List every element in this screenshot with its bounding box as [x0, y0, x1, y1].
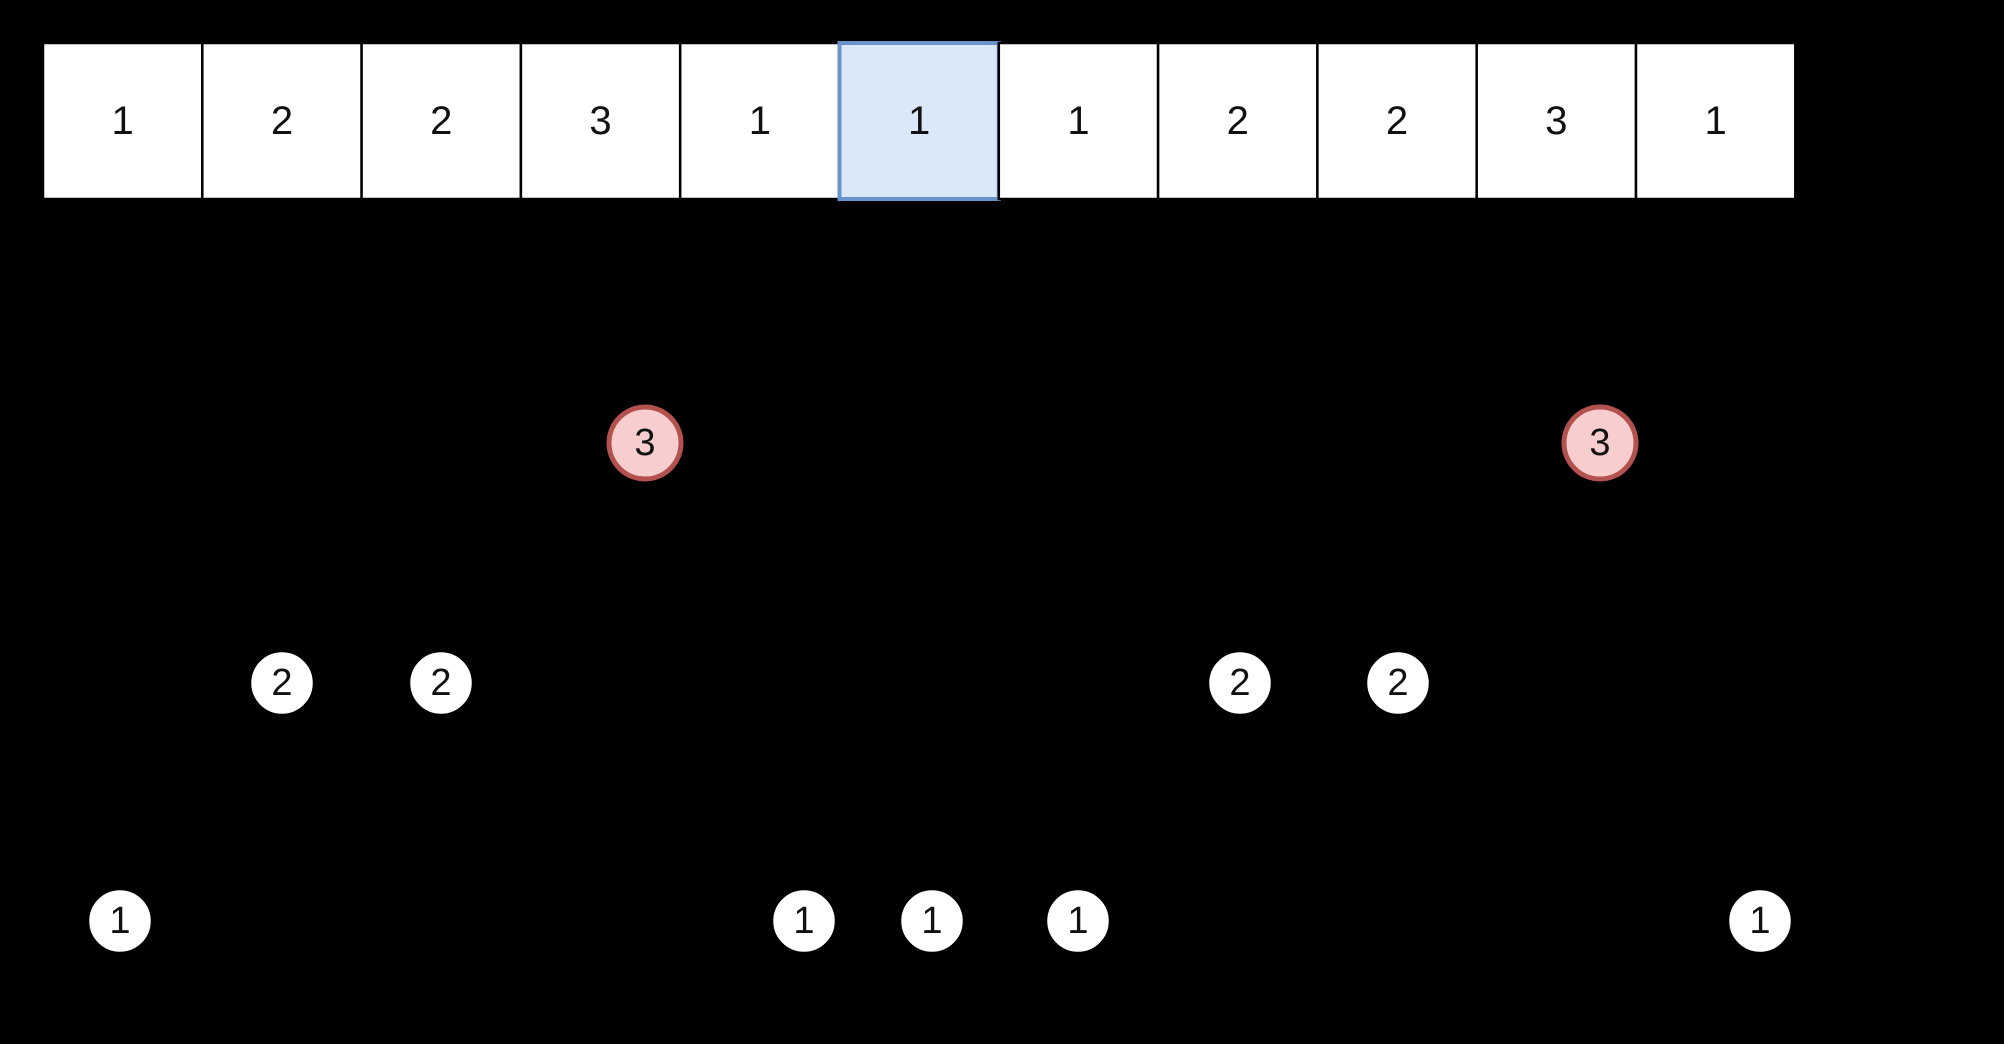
array-cell[interactable]	[678, 41, 841, 201]
array-cell-value: 2	[1227, 99, 1249, 143]
tree-node-value: 1	[921, 900, 942, 942]
edge-layer	[119, 258, 1761, 891]
tree-edge	[281, 477, 646, 653]
tree-edge	[1077, 713, 1399, 891]
tree-node[interactable]	[1206, 649, 1274, 717]
tree-node-value: 3	[1589, 422, 1610, 464]
tree-node-value: 2	[430, 662, 451, 704]
tree-node[interactable]	[1044, 887, 1112, 955]
array-cell-value: 1	[908, 99, 930, 143]
tree-node[interactable]	[770, 887, 838, 955]
array-cell-value: 2	[271, 99, 293, 143]
tree-node[interactable]	[86, 887, 154, 955]
tree-node-value: 1	[109, 900, 130, 942]
tree-edge	[644, 258, 1003, 409]
tree-node[interactable]	[898, 887, 966, 955]
tree-node-accent[interactable]	[1561, 404, 1639, 482]
tree-edge	[119, 714, 283, 890]
array-cell-value: 1	[112, 99, 134, 143]
tree-edge	[931, 713, 1241, 891]
array-cell-value: 3	[1545, 99, 1567, 143]
array-cell[interactable]	[997, 41, 1160, 201]
tree-edge	[1239, 477, 1601, 653]
tree-edge	[1397, 713, 1761, 891]
tree-node[interactable]	[407, 649, 475, 717]
array-cell-value: 3	[589, 99, 611, 143]
tree-edge	[1397, 478, 1601, 652]
tree-node-value: 1	[1067, 900, 1088, 942]
array-strip: 1 2 2 3 1 1 1 2 2 3 1	[41, 41, 1797, 201]
tree-node-value: 1	[1749, 900, 1770, 942]
tree-node-accent[interactable]	[606, 404, 684, 482]
array-cell-value: 2	[1386, 99, 1408, 143]
array-cell[interactable]	[1475, 41, 1638, 201]
tree-node-value: 1	[793, 900, 814, 942]
tree-node-value: 2	[1229, 662, 1250, 704]
array-cell[interactable]	[360, 41, 523, 201]
array-cell[interactable]	[1634, 41, 1797, 201]
tree-node[interactable]	[248, 649, 316, 717]
tree-edge	[440, 713, 805, 891]
tree-edge	[440, 478, 646, 652]
array-cell[interactable]	[1316, 41, 1478, 201]
tree-edge	[1001, 258, 1601, 409]
array-cell[interactable]	[41, 41, 204, 201]
array-cell[interactable]	[519, 41, 682, 201]
tree-node[interactable]	[1364, 649, 1432, 717]
tree-node-value: 2	[1387, 662, 1408, 704]
tree-node[interactable]	[1726, 887, 1794, 955]
array-cell-value: 1	[1705, 99, 1727, 143]
array-cell[interactable]	[201, 41, 363, 201]
array-cell-value: 2	[430, 99, 452, 143]
tree-node-value: 3	[634, 422, 655, 464]
array-cell-highlighted[interactable]	[837, 41, 1001, 201]
array-cell-value: 1	[1067, 99, 1089, 143]
tree-node-value: 2	[271, 662, 292, 704]
tree-node-layer: 3 3 2 2 2 2 1 1 1 1 1	[86, 396, 1794, 955]
array-cell-value: 1	[749, 99, 771, 143]
array-cell[interactable]	[1156, 41, 1319, 201]
